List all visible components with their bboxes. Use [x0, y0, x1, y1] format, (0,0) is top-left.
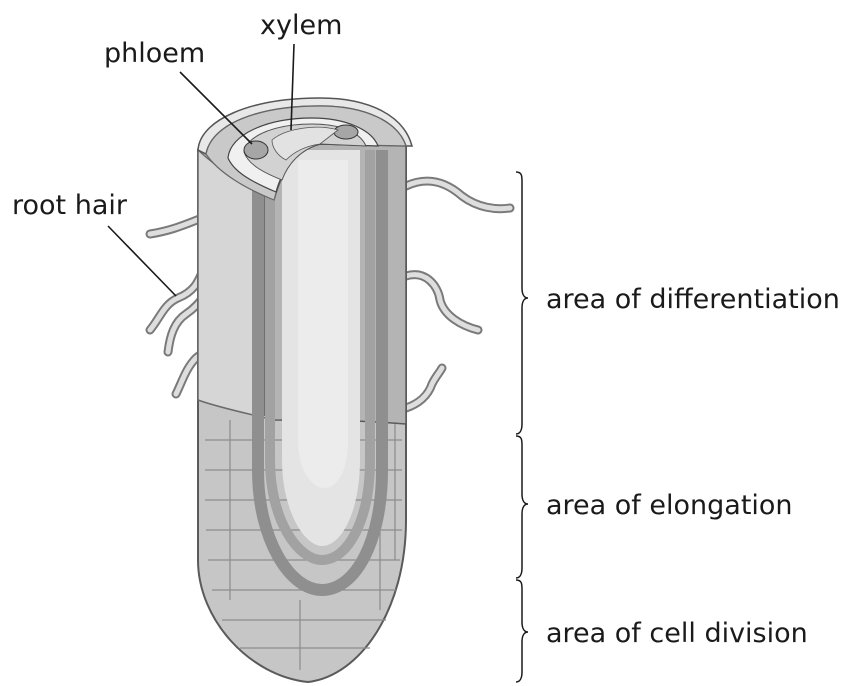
phloem-bundle: [244, 141, 268, 159]
label-phloem: phloem: [104, 38, 205, 69]
brace-cell-division: [516, 580, 528, 682]
label-area-elongation: area of elongation: [546, 490, 793, 521]
root-body: [150, 98, 510, 682]
label-root-hair-group: root hair: [12, 190, 176, 296]
label-area-differentiation: area of differentiation: [546, 284, 840, 315]
brace-differentiation: [516, 172, 528, 434]
label-area-cell-division: area of cell division: [546, 618, 808, 649]
label-xylem: xylem: [260, 10, 342, 41]
brace-elongation: [516, 436, 528, 578]
root-hairs-right: [406, 181, 510, 408]
leader-root-hair: [108, 226, 176, 296]
label-root-hair: root hair: [12, 190, 128, 221]
core-highlight: [298, 160, 348, 488]
phloem-bundle-2: [334, 125, 358, 139]
